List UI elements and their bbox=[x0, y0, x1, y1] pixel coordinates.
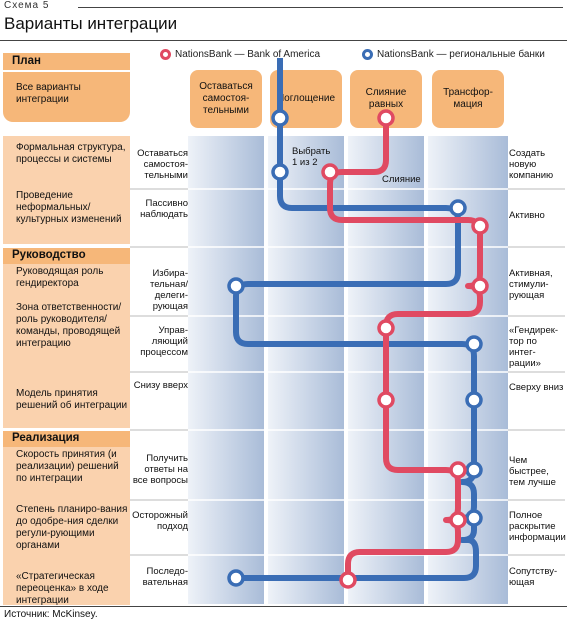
red-station-4 bbox=[377, 319, 395, 337]
red-station-7 bbox=[449, 511, 467, 529]
implementation-item-2: Степень планиро-вания до одобре-ния сдел… bbox=[16, 504, 128, 551]
column-header-transformation: Трансфор-мация bbox=[432, 70, 504, 128]
implementation-title: Реализация bbox=[12, 432, 80, 444]
implementation-section-bg bbox=[3, 447, 130, 605]
plan-all-options-box bbox=[3, 72, 130, 122]
plan-title: План bbox=[12, 55, 41, 67]
title-rule bbox=[0, 40, 567, 41]
leadership-title: Руководство bbox=[12, 249, 86, 261]
legend-red: NationsBank — Bank of America bbox=[160, 49, 320, 60]
row-label-7: Осторожный подход bbox=[132, 510, 188, 532]
plan-item-3: Проведение неформальных/ культурных изме… bbox=[16, 190, 122, 225]
row-label-5: Снизу вверх bbox=[133, 380, 188, 391]
leadership-section-bg bbox=[3, 264, 130, 428]
right-label-3: Активная, стимули-рующая bbox=[509, 268, 553, 301]
schema-label: Схема 5 bbox=[4, 0, 50, 11]
band-col-4 bbox=[428, 136, 508, 604]
blue-line-icon bbox=[362, 49, 373, 60]
right-label-1: Создать новую компанию bbox=[509, 148, 554, 181]
red-path bbox=[327, 118, 483, 580]
plan-header-bg bbox=[3, 53, 130, 70]
red-stations bbox=[321, 109, 489, 589]
legend-red-label: NationsBank — Bank of America bbox=[175, 49, 321, 61]
band-col-1 bbox=[188, 136, 264, 604]
bottom-rule bbox=[0, 606, 567, 607]
leadership-item-1: Руководящая роль гендиректора bbox=[16, 266, 104, 289]
plan-item-2: Формальная структура, процессы и системы bbox=[16, 142, 126, 165]
row-label-4: Управ-ляющий процессом bbox=[140, 325, 188, 358]
row-label-3: Избира-тельная/ делеги-рующая bbox=[149, 268, 188, 312]
blue-path bbox=[233, 58, 479, 581]
blue-station-7 bbox=[465, 509, 483, 527]
label-separators bbox=[130, 188, 565, 556]
blue-station-4 bbox=[465, 335, 483, 353]
right-label-2: Активно bbox=[509, 210, 545, 221]
blue-station-5 bbox=[465, 391, 483, 409]
leadership-item-2: Зона ответственности/ роль руководителя/… bbox=[16, 302, 122, 349]
plan-item-1: Все варианты интеграции bbox=[16, 82, 81, 105]
implementation-item-3: «Стратегическая переоценка» в ходе интег… bbox=[16, 571, 109, 606]
note-choose: Выбрать 1 из 2 bbox=[292, 146, 331, 168]
row-label-8: Последо-вательная bbox=[142, 566, 188, 588]
plan-section-bg bbox=[3, 136, 130, 244]
page-title: Варианты интеграции bbox=[4, 14, 178, 33]
row-label-6: Получить ответы на все вопросы bbox=[132, 453, 188, 486]
right-label-8: Сопутству-ющая bbox=[509, 566, 558, 588]
blue-station-8 bbox=[227, 569, 245, 587]
right-label-5: Сверху вниз bbox=[509, 382, 564, 393]
blue-station-2 bbox=[449, 199, 467, 217]
top-rule bbox=[78, 7, 563, 8]
leadership-header-bg bbox=[3, 248, 130, 264]
legend-blue-label: NationsBank — региональные банки bbox=[377, 49, 545, 61]
blue-station-start bbox=[271, 109, 289, 127]
red-station-2 bbox=[471, 217, 489, 235]
blue-station-6 bbox=[465, 461, 483, 479]
red-station-6 bbox=[449, 461, 467, 479]
source-note: Источник: McKinsey. bbox=[4, 609, 98, 620]
red-station-5 bbox=[377, 391, 395, 409]
blue-station-1 bbox=[271, 163, 289, 181]
implementation-item-1: Скорость принятия (и реализации) решений… bbox=[16, 449, 119, 484]
right-label-7: Полное раскрытие информации bbox=[509, 510, 566, 543]
legend-blue: NationsBank — региональные банки bbox=[362, 49, 545, 60]
red-station-start bbox=[377, 109, 395, 127]
leadership-item-3: Модель принятия решений об интеграции bbox=[16, 388, 128, 411]
red-line-icon bbox=[160, 49, 171, 60]
red-station-3 bbox=[471, 277, 489, 295]
row-label-1: Оставаться самостоя-тельными bbox=[137, 148, 188, 181]
blue-station-3 bbox=[227, 277, 245, 295]
red-station-8 bbox=[339, 571, 357, 589]
red-station-1 bbox=[321, 163, 339, 181]
blue-stations bbox=[227, 109, 483, 587]
column-header-standalone: Оставаться самостоя-тельными bbox=[190, 70, 262, 128]
row-label-2: Пассивно наблюдать bbox=[140, 198, 188, 220]
right-label-4: «Гендирек-тор по интег-рации» bbox=[509, 325, 559, 369]
note-merge: Слияние bbox=[382, 174, 421, 185]
implementation-header-bg bbox=[3, 431, 130, 447]
right-label-6: Чем быстрее, тем лучше bbox=[509, 455, 556, 488]
